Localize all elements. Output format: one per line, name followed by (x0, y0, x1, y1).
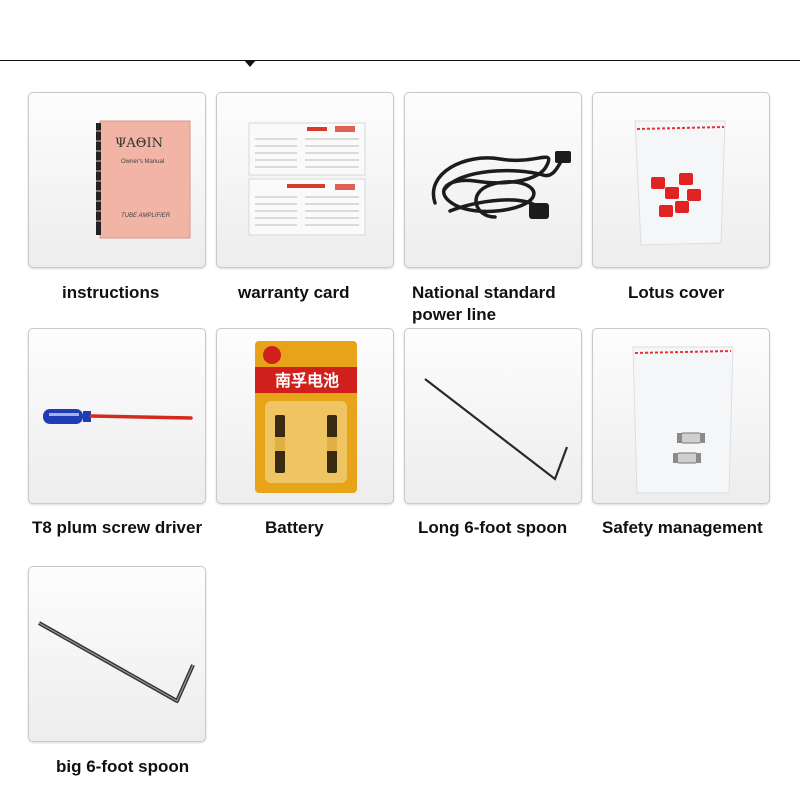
manual-title: TUBE AMPLIFIER (121, 213, 171, 219)
item-card-lotus-cover (592, 92, 770, 268)
item-card-big-hex-key (28, 566, 206, 742)
label-power-line-1: National standard (412, 283, 556, 302)
manual-subtitle: Owner's Manual (121, 159, 164, 165)
long-hex-key-icon (424, 378, 569, 481)
screwdriver-icon (43, 409, 193, 424)
item-card-screwdriver (28, 328, 206, 504)
label-big-hex-key: big 6-foot spoon (56, 757, 190, 776)
top-divider (0, 60, 800, 61)
label-long-hex-key: Long 6-foot spoon (418, 518, 568, 537)
power-cord-icon (431, 151, 571, 219)
divider-pointer-icon (244, 60, 256, 67)
battery-brand: 南孚电池 (275, 371, 339, 390)
big-hex-key-icon (38, 621, 195, 703)
item-card-warranty (216, 92, 394, 268)
manual-brand: ΨAΘIN (115, 136, 163, 151)
item-card-long-hex-key (404, 328, 582, 504)
item-card-safety (592, 328, 770, 504)
label-safety: Safety management (602, 518, 763, 537)
item-card-battery: 南孚电池 (216, 328, 394, 504)
battery-pack-icon: 南孚电池 (255, 341, 357, 493)
label-power-line-2: power line (412, 305, 497, 324)
lotus-cover-bag-icon (634, 120, 726, 246)
label-instructions: instructions (62, 283, 160, 302)
label-screwdriver: T8 plum screw driver (32, 518, 203, 537)
label-battery: Battery (265, 518, 324, 537)
warranty-card-icon (248, 122, 366, 236)
label-lotus-cover: Lotus cover (628, 283, 725, 302)
fuse-bag-icon (632, 346, 734, 494)
item-card-power-line (404, 92, 582, 268)
instruction-manual-icon: ΨAΘIN Owner's Manual TUBE AMPLIFIER (96, 120, 191, 239)
item-card-instructions: ΨAΘIN Owner's Manual TUBE AMPLIFIER (28, 92, 206, 268)
label-warranty-card: warranty card (238, 283, 350, 302)
